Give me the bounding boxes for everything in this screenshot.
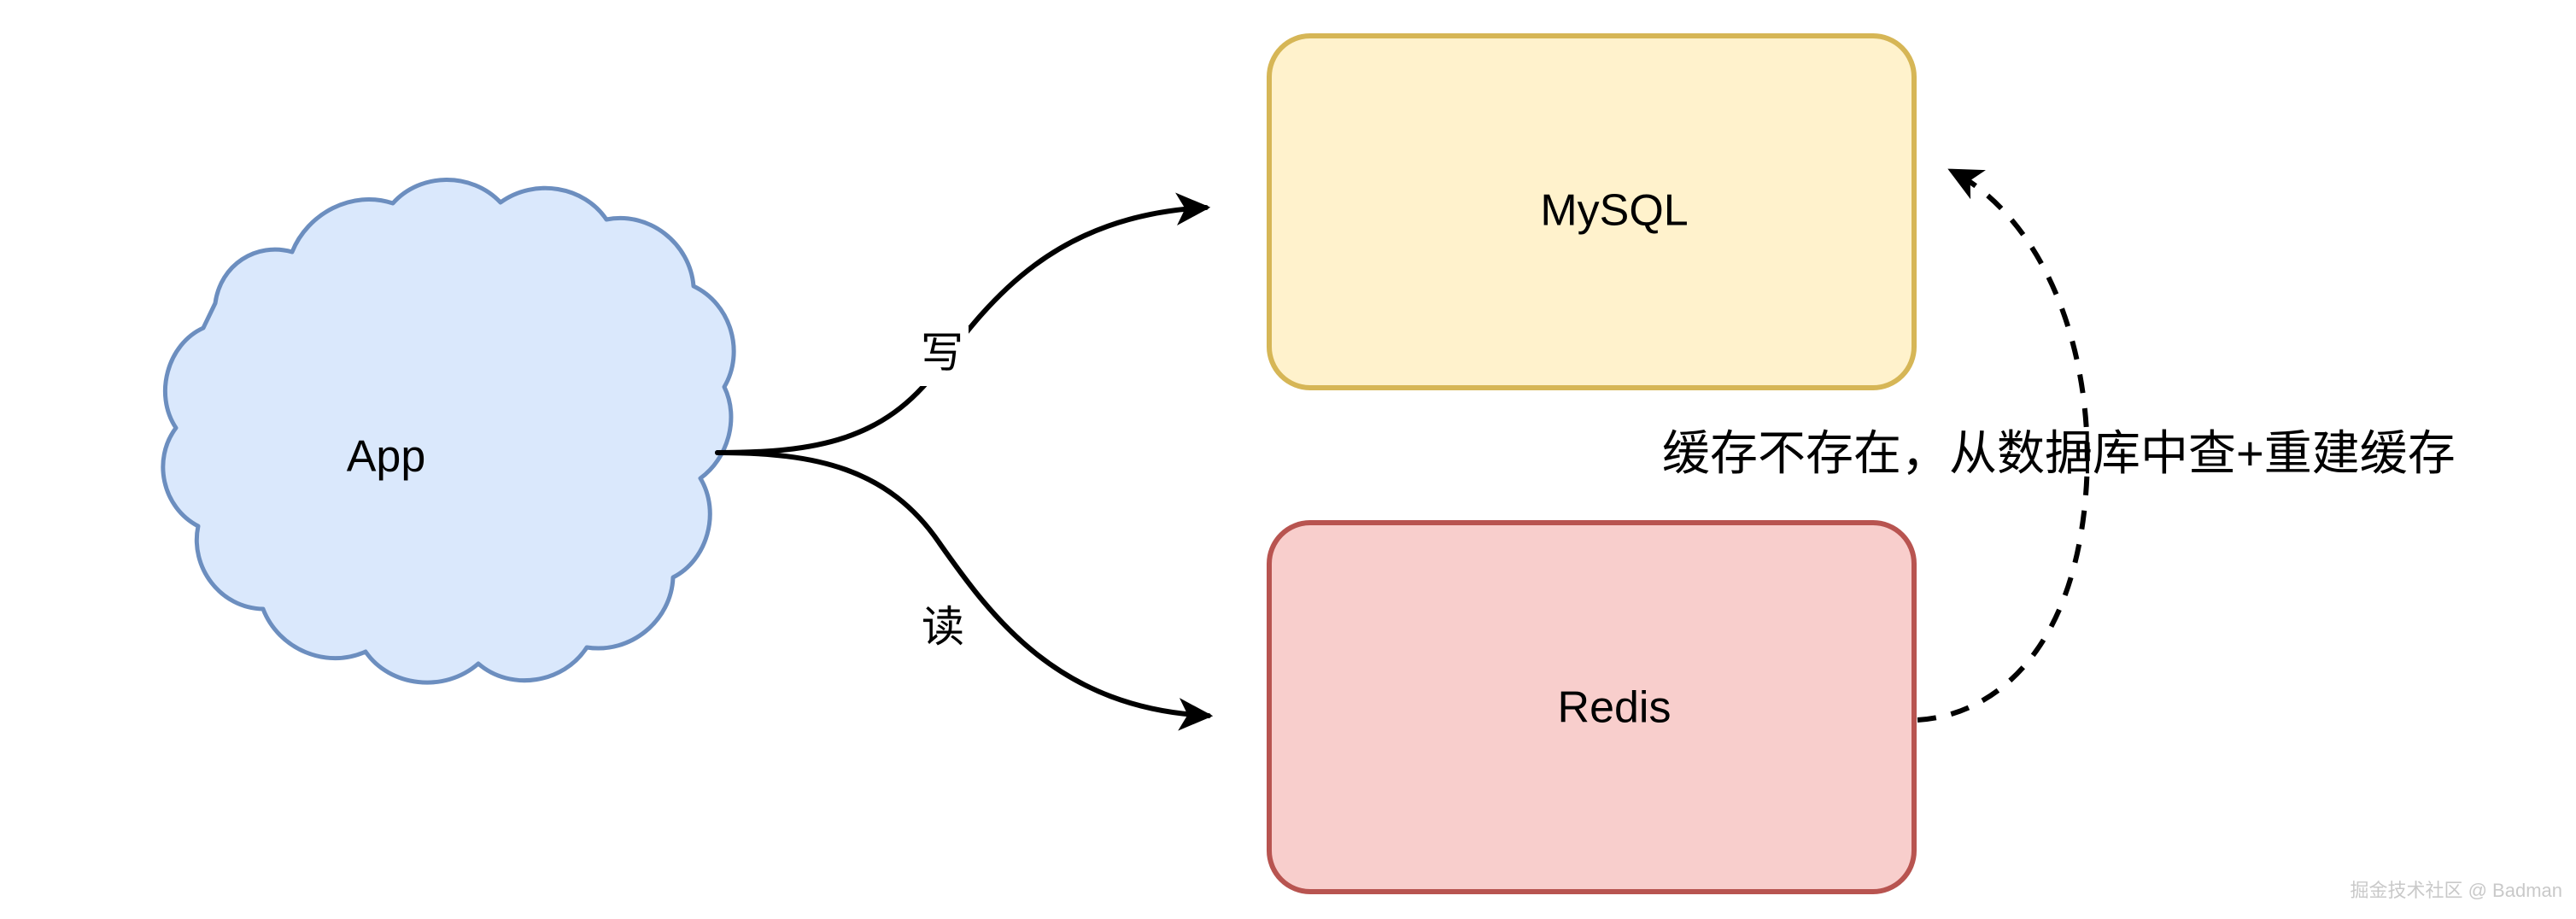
node-redis-label: Redis	[1558, 683, 1671, 733]
node-mysql[interactable]: MySQL	[1267, 33, 1917, 390]
edge-label-write-bg	[916, 326, 969, 386]
node-mysql-label: MySQL	[1540, 186, 1688, 236]
cloud-shape	[161, 178, 736, 685]
edge-app-to-redis-path	[715, 450, 1214, 731]
edge-label-read: 读	[922, 603, 964, 651]
edge-app-to-mysql[interactable]: 写	[715, 192, 1211, 455]
node-app-label: App	[347, 432, 426, 482]
node-app[interactable]: App	[161, 178, 736, 685]
redis-box	[1267, 520, 1917, 894]
edge-label-write: 写	[921, 329, 963, 377]
annotation-cache-miss: 缓存不存在，从数据库中查+重建缓存	[1662, 426, 2456, 480]
watermark: 掘金技术社区 @ Badman	[2351, 880, 2563, 901]
mysql-box	[1267, 33, 1917, 390]
edge-redis-to-mysql[interactable]	[1917, 168, 2090, 723]
edge-app-to-redis[interactable]: 读	[715, 450, 1214, 731]
edge-label-read-bg	[916, 600, 970, 661]
node-redis[interactable]: Redis	[1267, 520, 1917, 894]
edge-redis-to-mysql-path	[1917, 168, 2090, 723]
